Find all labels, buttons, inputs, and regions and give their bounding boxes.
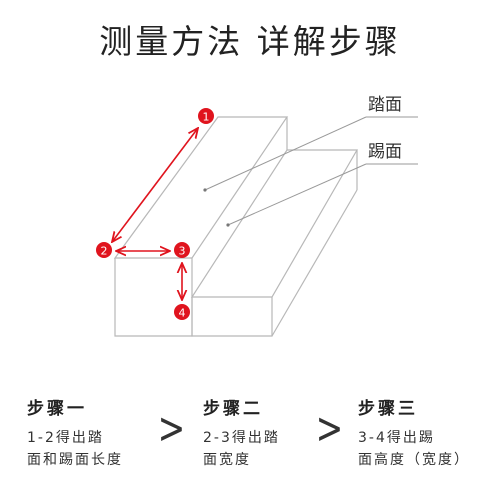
riser-leader [227, 163, 367, 226]
step-3-desc-line1: 3-4得出踢 [358, 430, 435, 446]
upper-step-top [113, 116, 289, 259]
stair-outline [113, 116, 359, 337]
upper-step-front-face [114, 258, 193, 337]
step-2-desc-line1: 2-3得出踏 [203, 430, 280, 446]
step-3: 步骤三 3-4得出踢 面高度（宽度） [358, 397, 500, 471]
step-1: 步骤一 1-2得出踏 面和踢面长度 [27, 397, 177, 471]
riser-leader-dot [226, 223, 230, 227]
lower-step-front-face [191, 297, 273, 337]
step-3-title: 步骤三 [358, 399, 418, 419]
step-3-desc-line2: 面高度（宽度） [358, 452, 470, 468]
step-2: 步骤二 2-3得出踏 面宽度 [203, 397, 353, 471]
step-2-desc: 2-3得出踏 面宽度 [203, 427, 353, 471]
step-1-desc-line1: 1-2得出踏 [27, 430, 104, 446]
marker-2: 2 [96, 242, 112, 258]
marker-3-label: 3 [179, 245, 186, 258]
marker-3: 3 [174, 242, 190, 258]
riser-label: 踢面 [368, 142, 402, 162]
lower-step-bottom-edge [271, 189, 358, 337]
lower-step-top [190, 149, 359, 298]
marker-4-label: 4 [179, 307, 186, 320]
marker-4: 4 [174, 304, 190, 320]
marker-1: 1 [198, 108, 214, 124]
step-1-desc: 1-2得出踏 面和踢面长度 [27, 427, 177, 471]
arrow-1-2 [112, 128, 198, 242]
tread-leader-dot [203, 188, 207, 192]
callout-leaders [204, 116, 418, 226]
marker-1-label: 1 [203, 111, 210, 124]
separator-arrow-2: > [315, 403, 344, 454]
tread-label: 踏面 [368, 95, 402, 115]
step-3-desc: 3-4得出踢 面高度（宽度） [358, 427, 500, 471]
step-1-desc-line2: 面和踢面长度 [27, 452, 123, 468]
page-title: 测量方法 详解步骤 [99, 22, 401, 61]
step-2-desc-line2: 面宽度 [203, 452, 251, 468]
step-1-title: 步骤一 [27, 399, 87, 419]
tread-leader [204, 116, 367, 191]
separator-arrow-1: > [157, 403, 186, 454]
step-2-title: 步骤二 [203, 399, 263, 419]
measure-arrows [112, 128, 198, 300]
marker-2-label: 2 [101, 245, 108, 258]
